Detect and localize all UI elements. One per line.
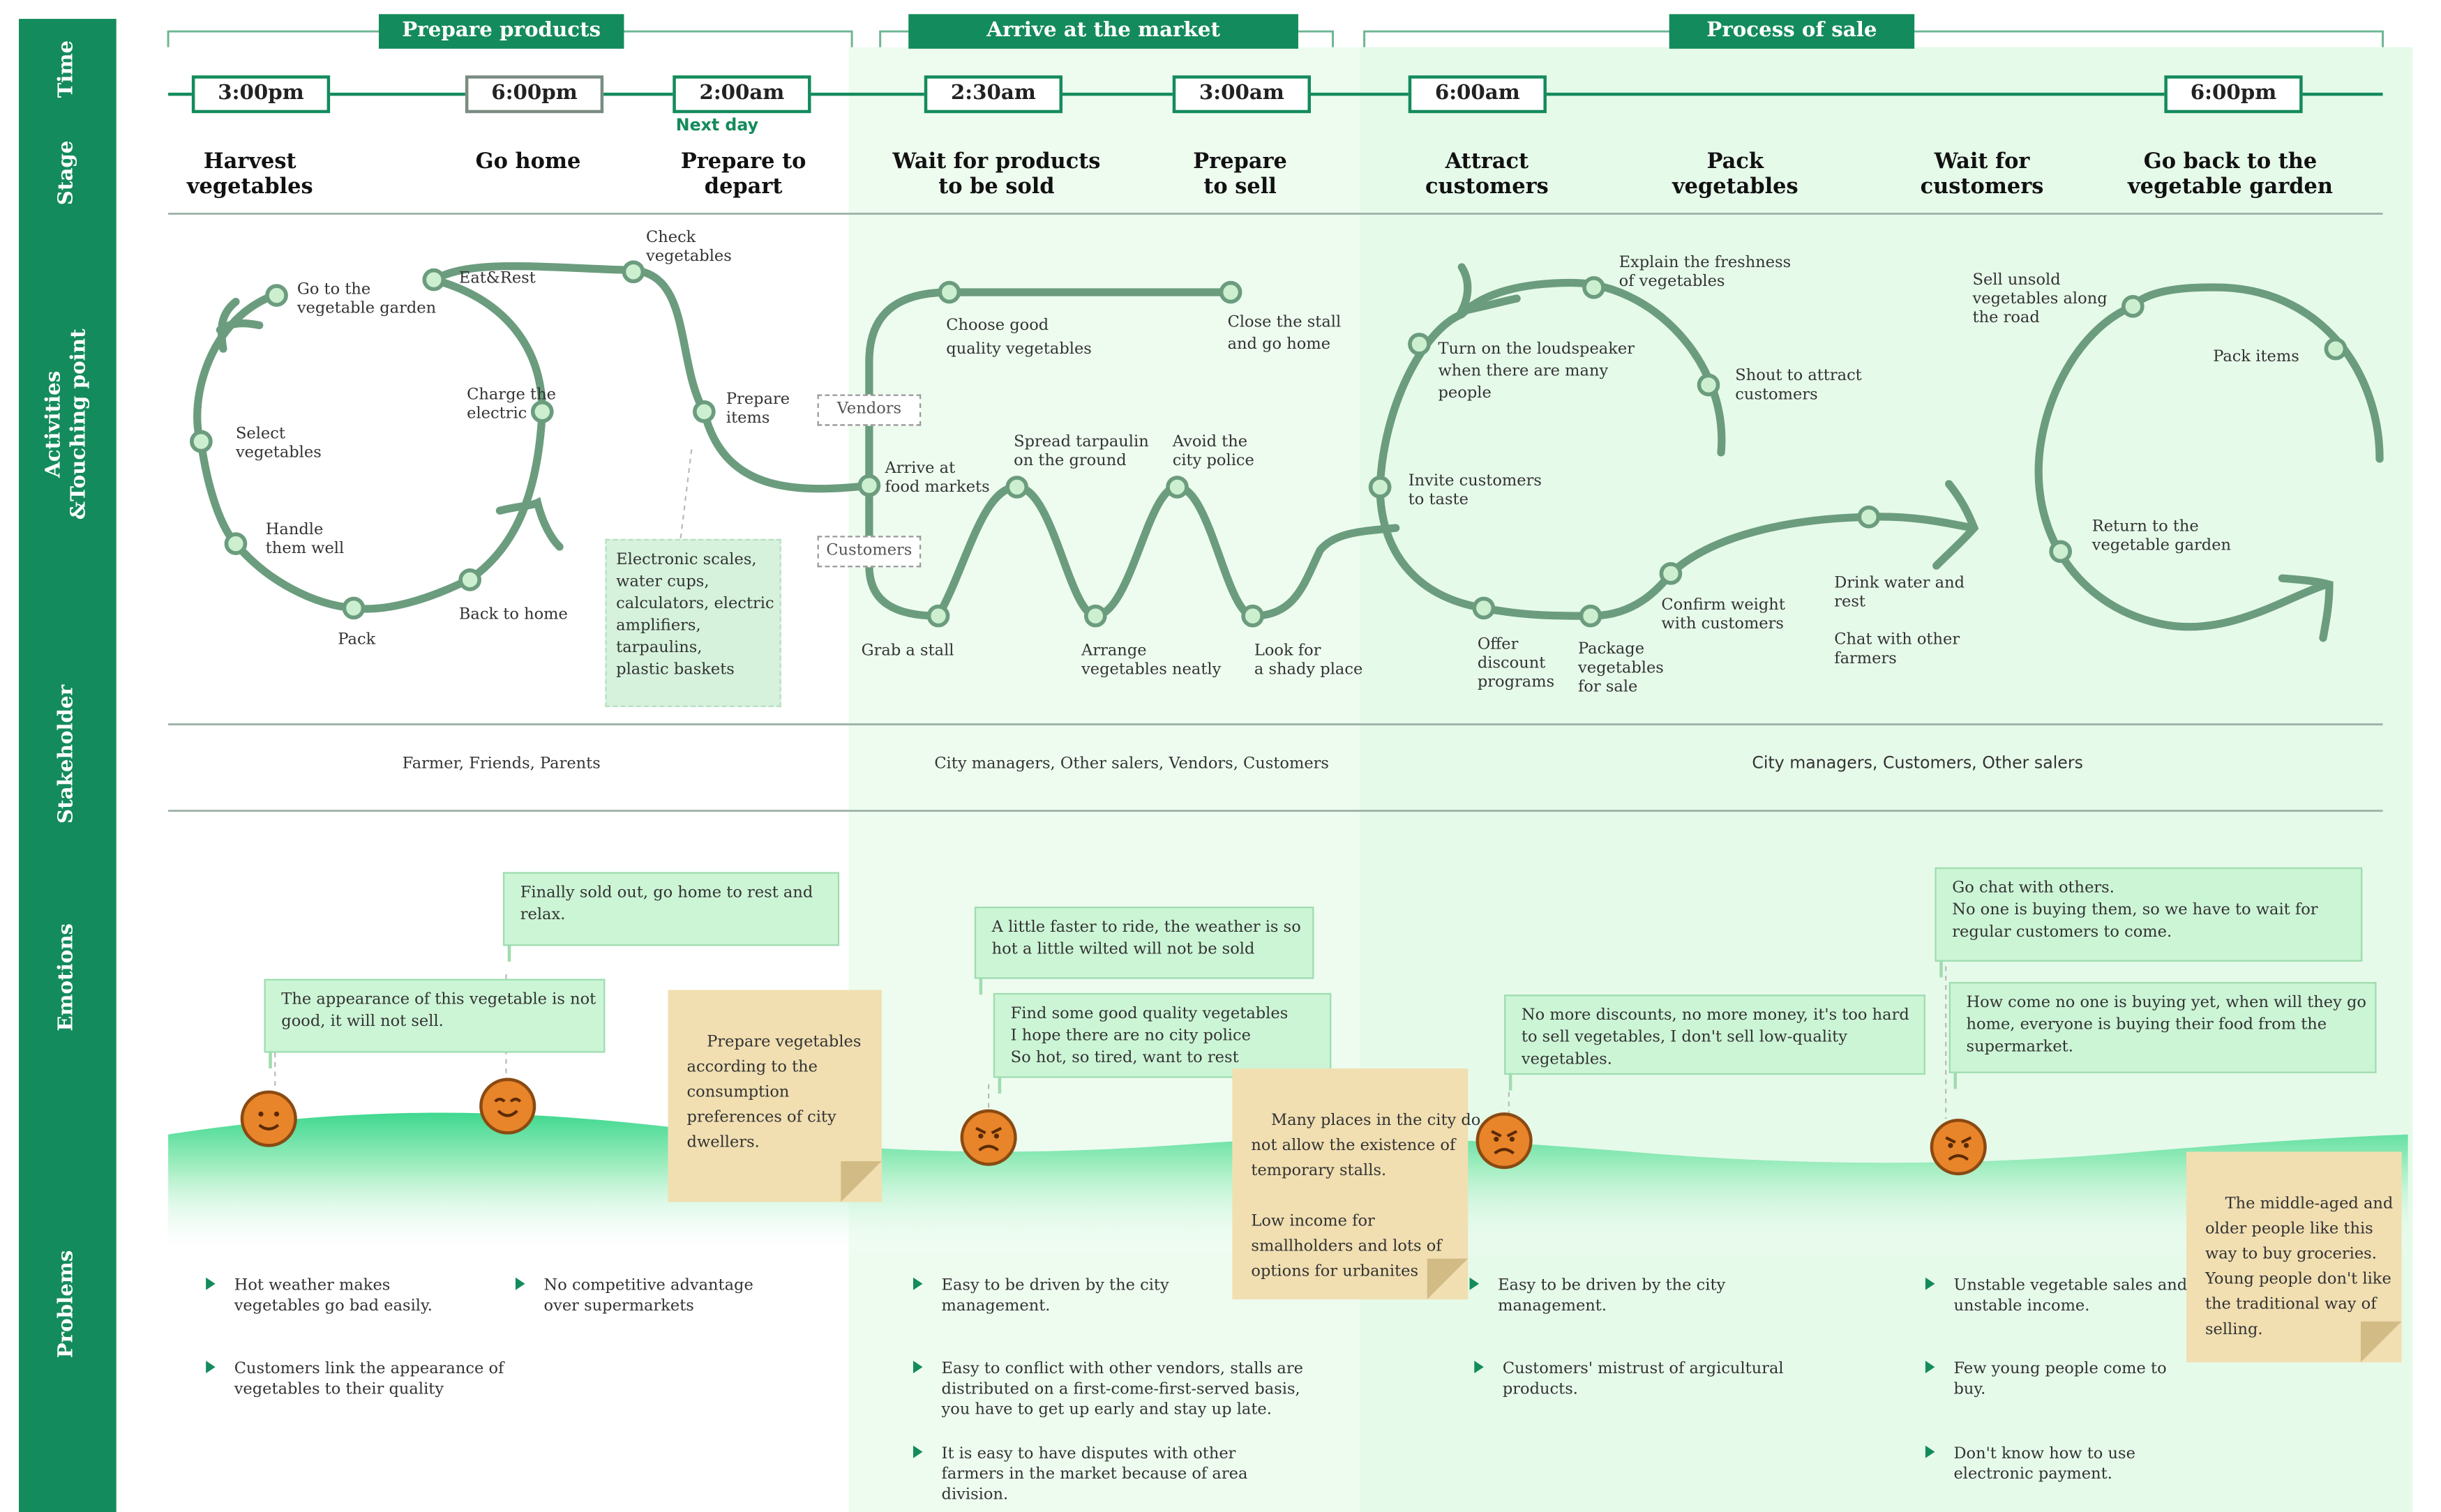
problem-item: Easy to be driven by the city management… [912,1276,1169,1317]
problem-item: No competitive advantage over supermarke… [515,1276,753,1317]
activity-label: Handle them well [265,521,345,558]
stage-prepare-sell: Prepare to sell [1193,149,1287,200]
problem-item: Customers' mistrust of argicultural prod… [1474,1359,1784,1400]
activity-label: Shout to attract customers [1735,368,1862,405]
stage-harvest: Harvest vegetables [186,149,313,200]
stage-go-back: Go back to the vegetable garden [2128,149,2333,200]
stage-wait-customers: Wait for customers [1920,149,2044,200]
tag-vendors: Vendors [817,394,922,426]
emotion-bubble: Find some good quality vegetables I hope… [993,992,1332,1094]
activity-label: Check vegetables [645,229,732,266]
phase-arrive-market: Arrive at the market [908,14,1298,49]
activity-label: Invite customers to taste [1408,473,1542,509]
stage-pack: Pack vegetables [1672,149,1798,200]
activity-nodes [190,260,2348,628]
time-6pm: 6:00pm [465,75,604,114]
activity-label: Select vegetables [235,425,322,462]
time-6pm-end: 6:00pm [2164,75,2303,114]
emotion-bubble: No more discounts, no more money, it's t… [1504,995,1925,1091]
stage-attract: Attract customers [1425,149,1549,200]
emotion-bubble: The appearance of this vegetable is not … [264,978,606,1069]
next-day-label: Next day [675,116,759,135]
activity-label: Confirm weight with customers [1661,597,1785,633]
time-6am: 6:00am [1408,75,1547,114]
emotion-bubble: A little faster to ride, the weather is … [974,906,1314,995]
activity-label: Grab a stall [861,642,954,660]
stakeholder-prepare: Farmer, Friends, Parents [402,755,601,773]
activity-label: Go to the vegetable garden [296,281,437,318]
angry-face-icon [1475,1112,1533,1170]
angry-face-icon [1930,1119,1987,1176]
stage-go-home: Go home [475,149,581,175]
problem-item: Unstable vegetable sales and unstable in… [1925,1276,2187,1317]
insight-note: Prepare vegetables according to the cons… [668,990,882,1202]
activity-label: Sell unsold vegetables along the road [1972,271,2108,327]
activity-label: Choose good quality vegetables [946,317,1092,358]
tag-customers: Customers [817,536,922,568]
problem-item: It is easy to have disputes with other f… [912,1444,1247,1506]
time-3am: 3:00am [1172,75,1312,114]
insight-note-text: The middle-aged and older people like th… [2205,1195,2394,1339]
phase-prepare-products: Prepare products [378,14,624,49]
activity-label: Close the stall and go home [1227,314,1342,354]
time-2am: 2:00am [673,75,811,114]
activity-label: Arrange vegetables neatly [1081,642,1222,679]
activity-label: Package vegetables for sale [1578,641,1664,697]
happy-face-icon [479,1078,536,1135]
activity-label: Avoid the city police [1172,433,1254,470]
tools-note: Electronic scales, water cups, calculato… [605,538,781,707]
problem-item: Easy to be driven by the city management… [1469,1276,1725,1317]
time-230am: 2:30am [924,75,1063,114]
problem-item: Easy to conflict with other vendors, sta… [912,1359,1303,1421]
insight-note: Many places in the city do not allow the… [1232,1068,1480,1300]
activity-label: Return to the vegetable garden [2091,518,2232,555]
emotion-bubble: Finally sold out, go home to rest and re… [502,872,840,962]
note-fold [1427,1258,1469,1300]
stakeholder-market: City managers, Other salers, Vendors, Cu… [934,755,1329,773]
problem-item: Few young people come to buy. [1925,1359,2167,1400]
time-3pm: 3:00pm [191,75,331,114]
activity-label: Offer discount programs [1477,636,1555,692]
note-fold [2361,1321,2402,1363]
activity-label: Chat with other farmers [1834,631,1960,668]
problem-item: Hot weather makes vegetables go bad easi… [206,1276,433,1317]
activity-label: Explain the freshness of vegetables [1618,254,1792,291]
activity-label: Drink water and rest [1834,575,1965,612]
angry-face-icon [960,1109,1017,1166]
activity-label: Back to home [458,606,568,624]
activity-label: Arrive at food markets [885,460,990,497]
stakeholder-sale: City managers, Customers, Other salers [1752,754,2083,773]
activity-label: Turn on the loudspeaker when there are m… [1438,340,1635,402]
emotion-bubble: How come no one is buying yet, when will… [1948,982,2377,1089]
activity-label: Pack [338,631,376,649]
activity-label: Charge the electric [467,386,556,423]
activity-label: Spread tarpaulin on the ground [1014,433,1149,470]
note-fold [841,1161,882,1202]
activity-label: Prepare items [726,391,790,428]
insight-note-text: Prepare vegetables according to the cons… [686,1034,862,1152]
problem-item: Don't know how to use electronic payment… [1925,1444,2135,1485]
insight-note-text: Many places in the city do not allow the… [1251,1112,1481,1281]
emotion-bubble: Go chat with others. No one is buying th… [1935,867,2363,978]
stage-prepare-depart: Prepare to depart [680,149,806,200]
activity-label: Eat&Rest [458,270,536,288]
activity-label: Pack items [2213,349,2299,366]
row-separators [168,212,2383,812]
happy-face-icon [240,1090,297,1147]
stage-wait-products: Wait for products to be sold [892,149,1101,200]
insight-note: The middle-aged and older people like th… [2186,1151,2402,1363]
row-label-column [19,19,117,1512]
problem-item: Customers link the appearance of vegetab… [206,1359,504,1400]
phase-process-of-sale: Process of sale [1669,14,1915,49]
activity-label: Look for a shady place [1254,642,1363,679]
